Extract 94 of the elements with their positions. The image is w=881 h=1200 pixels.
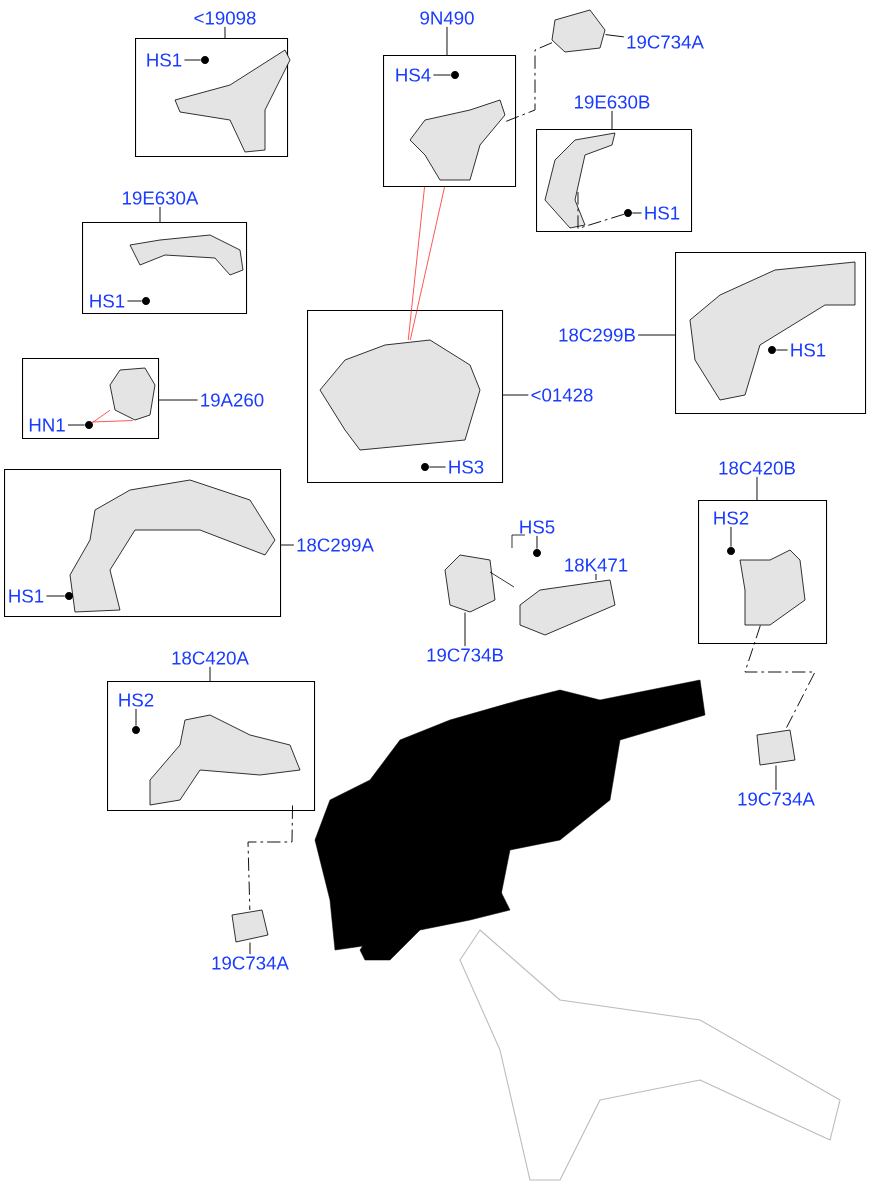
leader-line — [432, 74, 452, 76]
part-number: 19C734A — [627, 35, 704, 49]
duct-drawing — [519, 579, 616, 636]
part-number: 19C734A — [738, 792, 815, 806]
part-number: HS2 — [119, 693, 154, 707]
leader-line — [224, 26, 226, 39]
leader-line — [158, 399, 198, 401]
fastener-icon — [727, 547, 735, 555]
fastener-icon — [533, 549, 541, 557]
module-drawing — [551, 9, 606, 53]
leader-line — [730, 526, 732, 548]
part-number: HS1 — [147, 53, 182, 67]
part-number: 19C734B — [427, 648, 503, 662]
part-frame — [383, 55, 517, 188]
part-number: HS2 — [714, 511, 749, 525]
part-number: HS4 — [396, 68, 431, 82]
part-number: HS1 — [9, 589, 44, 603]
module-drawing — [756, 729, 796, 766]
part-frame — [107, 681, 316, 812]
duct-drawing — [544, 132, 616, 229]
guide-line — [92, 409, 111, 423]
part-number: 18C299A — [297, 538, 374, 552]
fastener-icon — [421, 463, 429, 471]
part-number: HS3 — [449, 460, 484, 474]
fastener-icon — [132, 726, 140, 734]
leader-line — [775, 765, 777, 791]
duct-drawing — [409, 99, 506, 181]
duct-drawing — [319, 339, 481, 451]
leader-line — [183, 59, 202, 61]
dash-dot-line — [744, 625, 816, 731]
part-number: 19C734A — [212, 956, 289, 970]
duct-drawing — [129, 234, 244, 276]
leader-line — [637, 334, 676, 336]
duct-drawing — [739, 549, 806, 626]
part-number: 19E630B — [575, 95, 650, 109]
part-number: <01428 — [531, 388, 593, 402]
part-number: 18C299B — [559, 328, 635, 342]
fastener-icon — [201, 56, 209, 64]
leader-line — [502, 394, 529, 396]
part-number: HS5 — [520, 520, 555, 534]
leader-line — [605, 34, 625, 38]
leader-line — [595, 573, 597, 581]
part-number: 9N490 — [420, 11, 474, 25]
fastener-icon — [65, 592, 73, 600]
leader-line — [464, 612, 466, 647]
part-frame — [536, 129, 693, 233]
leader-line — [135, 708, 137, 727]
part-number: 19A260 — [201, 393, 264, 407]
part-frame — [698, 500, 828, 645]
part-number: HN1 — [29, 418, 65, 432]
duct-drawing — [69, 479, 276, 613]
guide-line — [407, 186, 425, 341]
part-number: 19E630A — [123, 191, 199, 205]
dash-dot-line — [247, 805, 293, 911]
leader-line — [126, 300, 143, 302]
guide-line — [409, 186, 445, 341]
leader-line — [280, 544, 295, 546]
leader-line — [756, 476, 758, 501]
leader-line — [159, 206, 161, 223]
duct-drawing — [149, 714, 301, 806]
part-frame — [4, 469, 282, 618]
part-number: 18C420A — [172, 651, 249, 665]
leader-line — [45, 595, 66, 597]
leader-line — [611, 110, 613, 130]
fastener-icon — [768, 346, 776, 354]
part-number: HS1 — [90, 294, 125, 308]
fastener-icon — [624, 209, 632, 217]
duct-drawing — [689, 261, 856, 401]
dash-dot-line — [505, 42, 553, 123]
fastener-icon — [451, 71, 459, 79]
part-number: HS1 — [645, 206, 680, 220]
leader-line — [536, 535, 538, 550]
part-number: <19098 — [194, 11, 256, 25]
guide-line — [91, 420, 134, 423]
fastener-icon — [142, 297, 150, 305]
duct-drawing — [109, 367, 156, 421]
part-number: HS1 — [791, 343, 826, 357]
module-drawing — [231, 909, 269, 943]
motor-drawing — [444, 554, 515, 613]
part-number: 18K471 — [565, 558, 628, 572]
leader-line — [249, 942, 251, 955]
fastener-icon — [85, 421, 93, 429]
leader-line — [67, 424, 86, 426]
part-number: 18C420B — [719, 461, 795, 475]
part-frame — [135, 38, 289, 158]
leader-line — [428, 466, 447, 468]
leader-line — [209, 666, 211, 682]
leader-line — [446, 26, 448, 56]
part-frame — [675, 252, 867, 415]
part-frame — [22, 358, 160, 440]
leader-line — [631, 212, 643, 214]
part-frame — [307, 310, 504, 484]
leader-line — [775, 349, 789, 351]
part-frame — [82, 222, 248, 315]
